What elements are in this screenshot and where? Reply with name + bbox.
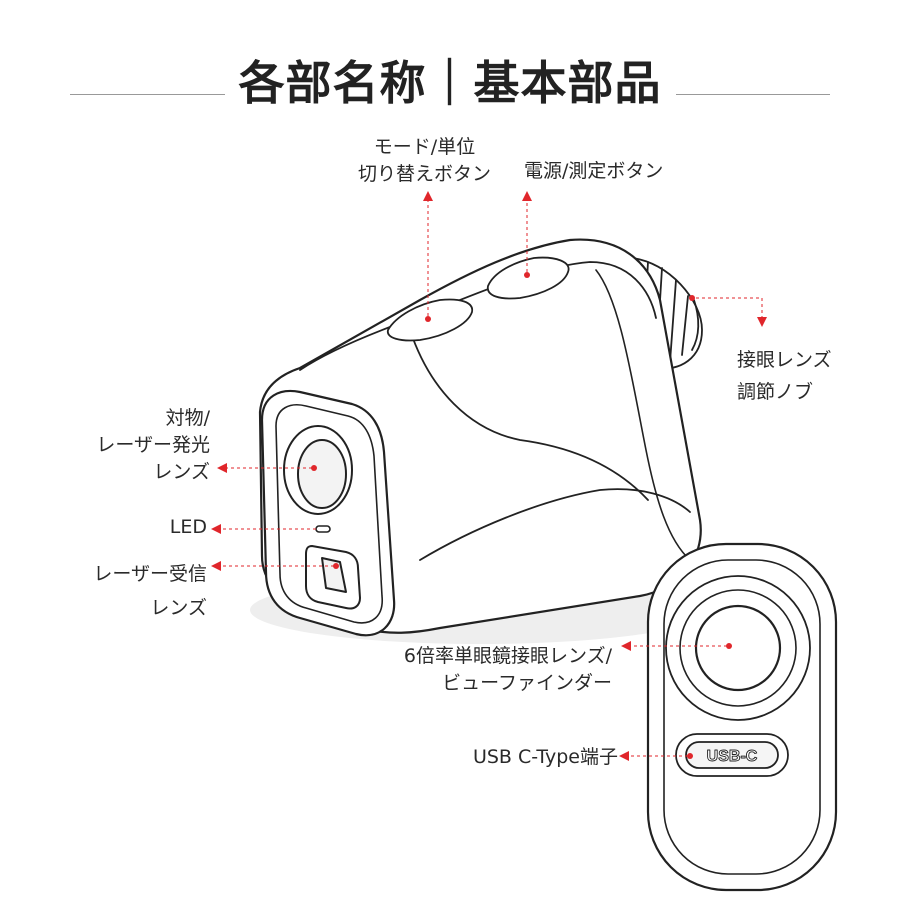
- label-power-button: 電源/測定ボタン: [524, 160, 664, 182]
- label-laser-receiver: レーザー受信 レンズ: [93, 563, 207, 619]
- rangefinder-device: [250, 238, 710, 644]
- side-groove: [409, 329, 649, 501]
- label-usb-port: USB C-Type端子: [472, 746, 618, 768]
- laser-receiver-lens: [305, 545, 361, 610]
- eyepiece-center-dot: [726, 643, 732, 649]
- label-monocular-eyepiece: 6倍率単眼鏡接眼レンズ/ ビューファインダー: [403, 645, 612, 694]
- label-mode-button: モード/単位 切り替えボタン: [358, 136, 492, 185]
- page-title: 各部名称｜基本部品: [0, 56, 900, 110]
- power-button: [487, 256, 570, 300]
- front-face-inner: [275, 404, 383, 624]
- usb-port: USB-C: [675, 733, 789, 777]
- objective-lens: [283, 425, 353, 515]
- label-led: LED: [169, 516, 207, 538]
- leader-eyepiece: [690, 297, 767, 327]
- leader-dots: [689, 295, 695, 301]
- led: [315, 525, 331, 533]
- label-objective-lens: 対物/ レーザー発光 レンズ: [96, 407, 210, 483]
- callout-leaders: [211, 191, 767, 761]
- side-panel-edge: [595, 269, 691, 561]
- mode-button: [387, 298, 473, 342]
- rear-panel: USB-C: [646, 542, 838, 892]
- side-groove-lower: [419, 488, 691, 561]
- label-eyepiece-knob: 接眼レンズ 調節ノブ: [737, 349, 832, 403]
- eyepiece-lens: [694, 604, 782, 692]
- title-row: 各部名称｜基本部品: [0, 56, 900, 136]
- usb-engraving: USB-C: [707, 748, 758, 765]
